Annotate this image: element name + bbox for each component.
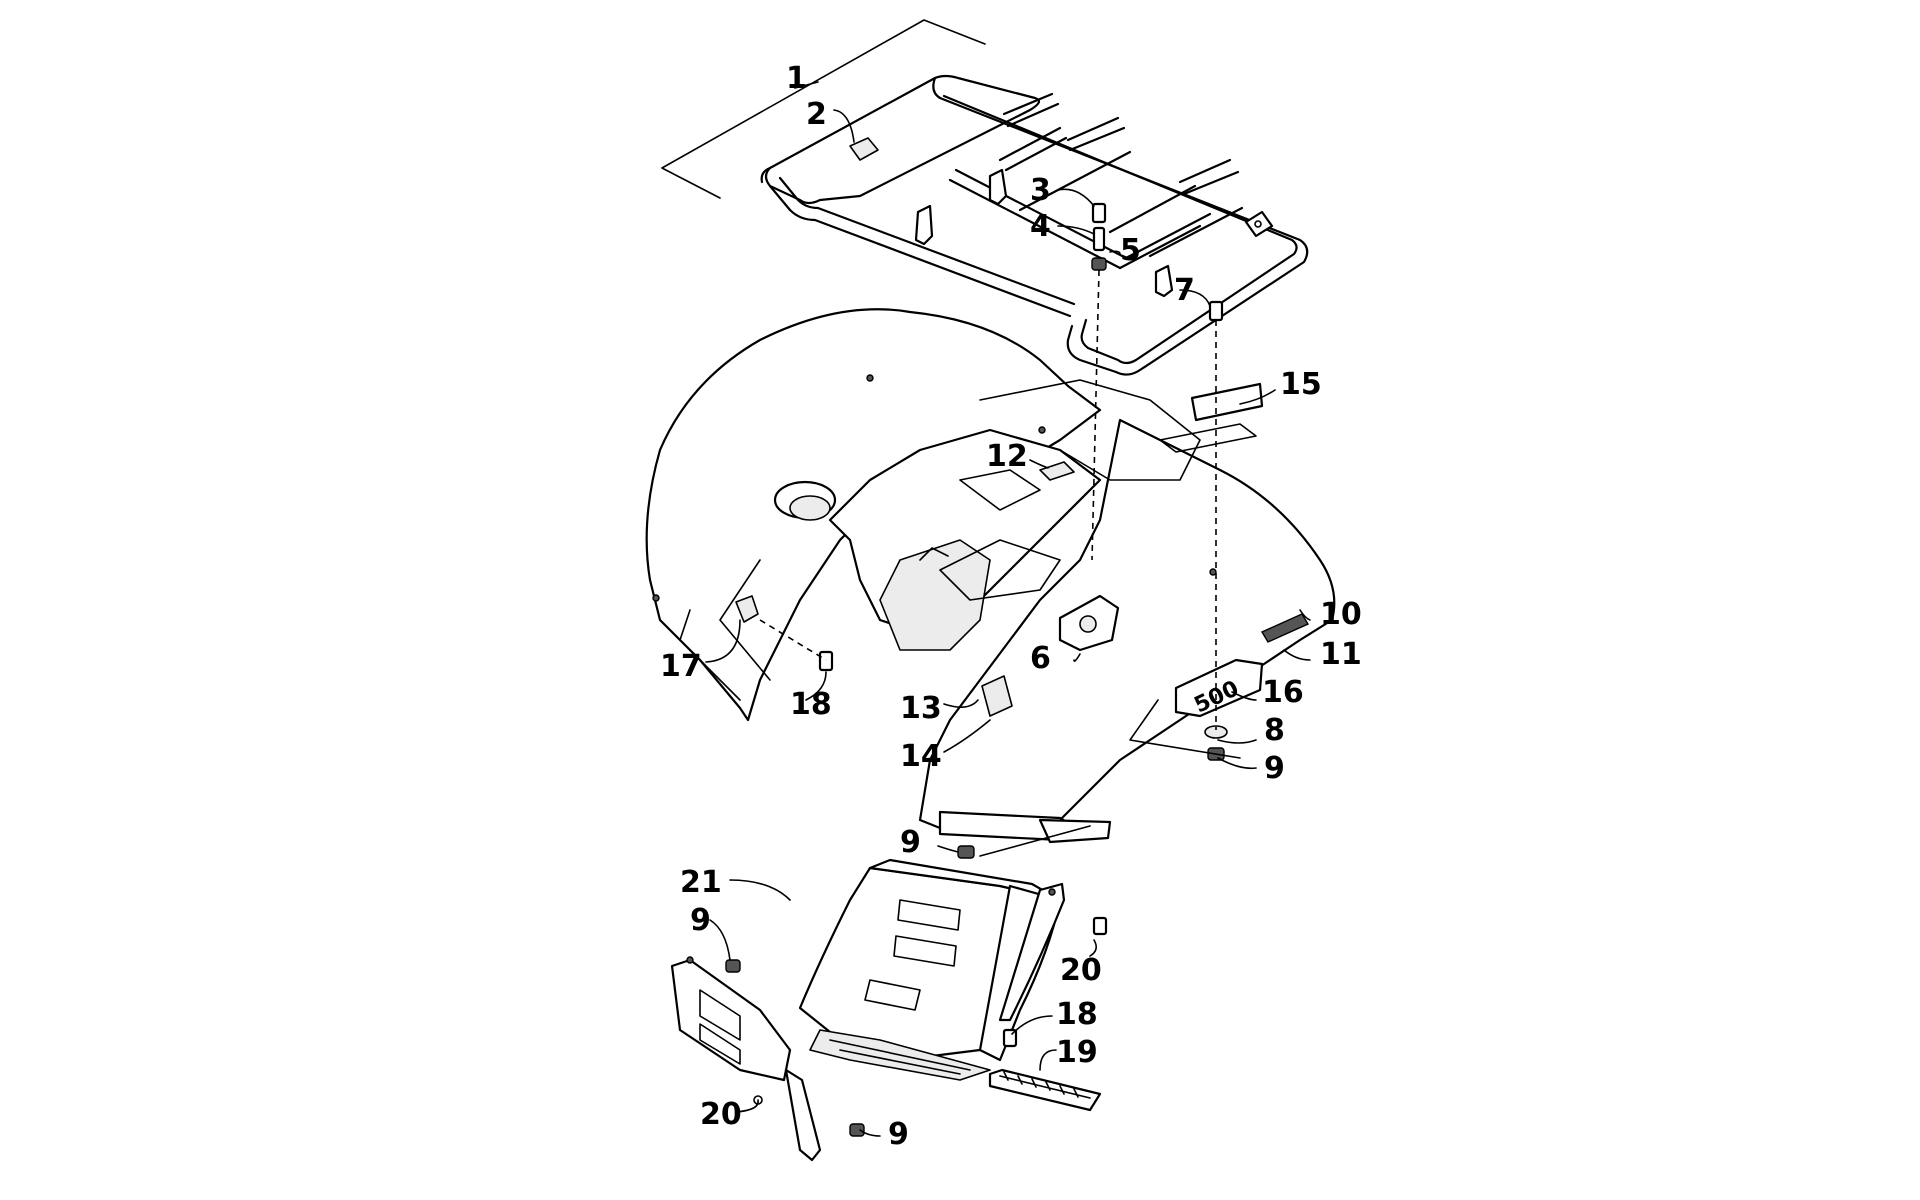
callout-10: 10	[1320, 597, 1362, 632]
callout-11: 11	[1320, 637, 1362, 672]
callout-14: 14	[900, 739, 942, 774]
callout-9-right: 9	[1264, 751, 1285, 786]
callout-9-left: 9	[690, 903, 711, 938]
callout-7: 7	[1174, 273, 1195, 308]
rear-fender: 500	[645, 308, 1336, 844]
footpeg	[988, 1068, 1102, 1112]
callout-20-left: 20	[700, 1097, 742, 1132]
assembly-bracket	[661, 19, 986, 199]
callout-2: 2	[806, 97, 827, 132]
callout-17: 17	[660, 649, 702, 684]
rear-rack	[760, 74, 1309, 376]
callout-15: 15	[1280, 367, 1322, 402]
callout-18-upper: 18	[790, 687, 832, 722]
leader-lines	[705, 109, 1311, 1137]
callout-1: 1	[786, 61, 807, 96]
footwell	[670, 858, 1066, 1162]
callout-6: 6	[1030, 641, 1051, 676]
callout-18-lower: 18	[1056, 997, 1098, 1032]
callout-3: 3	[1030, 173, 1051, 208]
callout-13: 13	[900, 691, 942, 726]
callout-16: 16	[1262, 675, 1304, 710]
callout-8: 8	[1264, 713, 1285, 748]
callouts: 1 2 3 4 5 6 7 8 9 9 9 9 10 11 12 13 14 1…	[660, 61, 1362, 1152]
callout-4: 4	[1030, 209, 1051, 244]
assembly-lines	[759, 269, 1257, 857]
callout-20-right: 20	[1060, 953, 1102, 988]
callout-5: 5	[1120, 233, 1141, 268]
callout-9-center: 9	[900, 825, 921, 860]
callout-21: 21	[680, 865, 722, 900]
callout-12: 12	[986, 439, 1028, 474]
fasteners	[818, 202, 1228, 859]
callout-19: 19	[1056, 1035, 1098, 1070]
callout-9-bottom: 9	[888, 1117, 909, 1152]
